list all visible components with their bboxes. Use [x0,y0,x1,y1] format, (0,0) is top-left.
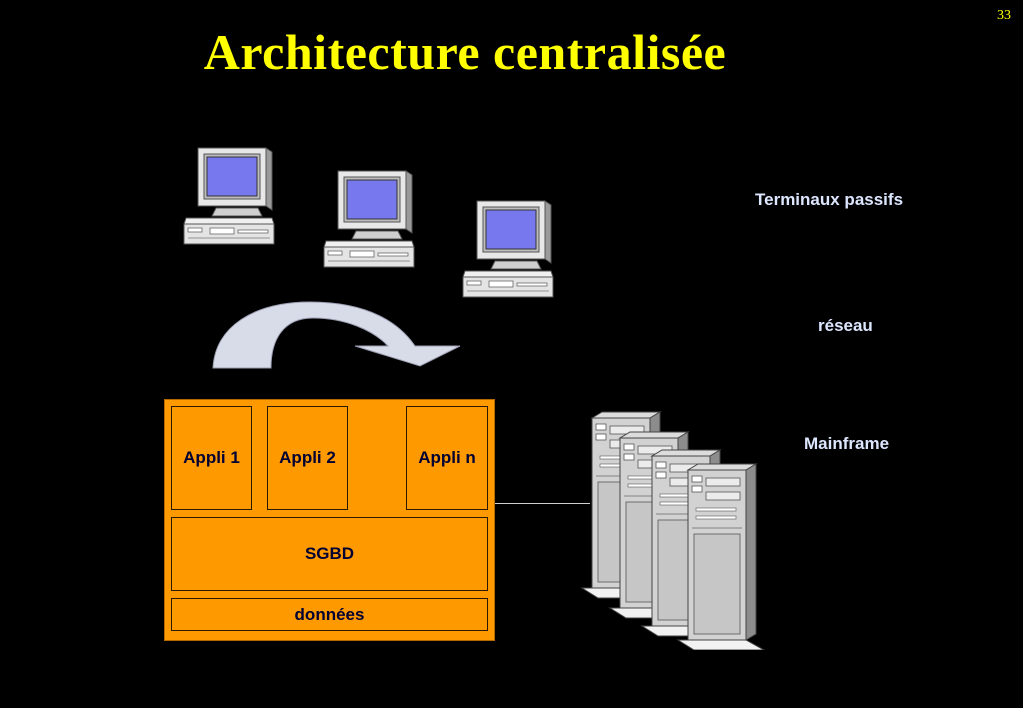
module-donnees: données [171,598,488,631]
mainframe-servers-icon [580,411,766,650]
module-appli-n: Appli n [406,406,488,510]
label-terminaux-passifs: Terminaux passifs [755,190,904,209]
network-link-line [495,503,590,504]
module-sgbd: SGBD [171,517,488,591]
slide-title: Architecture centralisée [203,24,727,80]
label-mainframe: Mainframe [804,434,890,453]
server-box: Appli 1 Appli 2 Appli n SGBD données [164,399,495,641]
label-reseau: réseau [818,316,873,335]
curved-arrow-icon [212,301,461,369]
terminal-computer-icon [462,200,554,298]
module-appli-2: Appli 2 [267,406,348,510]
page-number: 33 [997,8,1011,23]
terminal-computer-icon [183,147,275,245]
terminal-computer-icon [323,170,415,268]
module-appli-1: Appli 1 [171,406,252,510]
